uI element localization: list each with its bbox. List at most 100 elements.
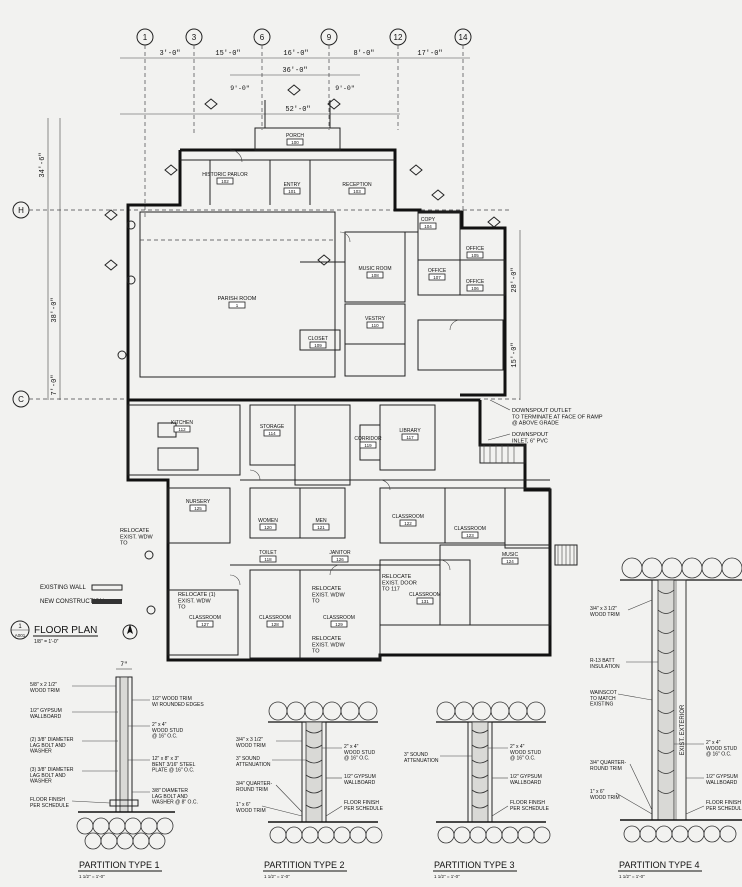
room-classroom-1-num: 122 [404,521,412,526]
pt1-dim: 7" [120,661,127,668]
dim-left-3: 7'-0" [51,374,59,395]
pt2-callout-l0: 3/4" x 3 1/2"WOOD TRIM [236,737,266,749]
room-office-c: OFFICE 105 [466,246,485,259]
detail-tag [487,216,501,228]
dim-top-1: 15'-0" [215,50,240,58]
dim-overall-1: 36'-0" [282,67,307,75]
room-classroom-4-num: 128 [271,622,279,627]
building-walls [126,100,578,662]
room-mens-num: 121 [317,525,325,530]
room-copy: COPY 104 [419,217,437,230]
room-classroom-3-num: 127 [201,622,209,627]
room-toilet-name: TOILET [259,550,276,556]
room-classroom-3-name: CLASSROOM [189,615,221,621]
partition-type-4: EXIST. EXTERIOR 3/4" x 3 1/2"WOOD TRIM R… [590,557,742,879]
pt3-gravel-bottom [437,826,551,844]
room-nursery-num: 125 [194,506,202,511]
room-parish-room: PARISH ROOM 1 [218,296,257,309]
room-porch-name: PORCH [286,133,304,139]
floor-plan-scale: 1/8" = 1'-0" [34,639,59,645]
dim-top-3: 8'-0" [353,50,374,58]
pt3-scale: 1 1/2" = 1'-0" [434,874,460,879]
room-mens: MEN 121 [312,518,330,531]
room-historic-parlor-num: 102 [221,179,229,184]
room-entry-name: ENTRY [284,182,302,188]
pt1-scale: 1 1/2" = 1'-0" [79,874,105,879]
pt4-callout-l3: 3/4" QUARTER-ROUND TRIM [590,760,626,772]
room-music-name: MUSIC [502,552,519,558]
grid-col-14-label: 14 [459,33,468,42]
pt1-callout-l0: 5/8" x 2 1/2"WOOD TRIM [30,682,60,694]
grid-col-12-label: 12 [394,33,403,42]
room-storage-num: 114 [268,431,276,436]
room-office-c-num: 105 [471,253,479,258]
pt4-scale: 1 1/2" = 1'-0" [619,874,645,879]
floor-plan-sheet: A001 [15,633,26,638]
room-classroom-6-name: CLASSROOM [409,592,441,598]
detail-tag [409,164,423,176]
legend-existing-label: EXISTING WALL [40,585,86,591]
room-office-b-name: OFFICE [466,279,485,285]
room-copy-num: 104 [424,224,432,229]
legend-new-swatch [92,599,122,604]
floor-plan-title: 1 A001 FLOOR PLAN 1/8" = 1'-0" [10,620,138,645]
room-classroom-4: CLASSROOM 128 [259,615,291,628]
pt3-callout-r0: 2" x 4"WOOD STUD@ 16" O.C. [510,744,541,762]
room-reception: RECEPTION 103 [342,182,372,195]
room-office-b: OFFICE 106 [466,279,485,292]
dim-right-2: 15'-0" [511,342,519,367]
pt4-callout-l4: 1" x 6"WOOD TRIM [590,789,620,801]
room-music-room: MUSIC ROOM 108 [358,266,392,279]
room-nursery-name: NURSERY [186,499,211,505]
room-closet-num: 109 [314,343,322,348]
detail-tag [164,164,178,176]
room-storage-name: STORAGE [260,424,285,430]
pt2-callout-r0: 2" x 4"WOOD STUD@ 16" O.C. [344,744,375,762]
room-corridor-num: 119 [364,443,372,448]
room-classroom-1-name: CLASSROOM [392,514,424,520]
dim-right-1: 28'-0" [511,267,519,292]
detail-tag [104,259,118,271]
pt2-title: PARTITION TYPE 2 [264,860,345,870]
room-entry: ENTRY 101 [284,182,302,195]
room-closet-name: CLOSET [308,336,328,342]
room-vestry-num: 110 [371,323,379,328]
grid-col-9-label: 9 [327,33,332,42]
pt3-gravel-top [436,701,546,721]
room-labels: HISTORIC PARLOR 102 ENTRY 101 RECEPTION … [171,133,519,628]
room-classroom-1: CLASSROOM 122 [392,514,424,527]
pt4-callout-r0: 2" x 4"WOOD STUD@ 16" O.C. [706,740,737,758]
room-kitchen: KITCHEN 112 [171,420,193,433]
room-closet: CLOSET 109 [308,336,328,349]
grid-row-h-label: H [18,206,24,215]
detail-tag [104,209,118,221]
room-classroom-5-name: CLASSROOM [323,615,355,621]
grid-col-6-label: 6 [260,33,265,42]
detail-tag [327,98,341,110]
grid-row-c-label: C [18,395,24,404]
pt1-title: PARTITION TYPE 1 [79,860,160,870]
room-classroom-6: CLASSROOM 131 [409,592,441,605]
room-classroom-5: CLASSROOM 129 [323,615,355,628]
dim-left-1: 34'-6" [39,152,47,177]
pt2-gravel-top [268,701,378,721]
detail-tag [317,254,331,266]
dim-left-2: 38'-0" [51,297,59,322]
pt4-side-label: EXIST. EXTERIOR [680,704,686,755]
north-arrow [122,624,138,640]
